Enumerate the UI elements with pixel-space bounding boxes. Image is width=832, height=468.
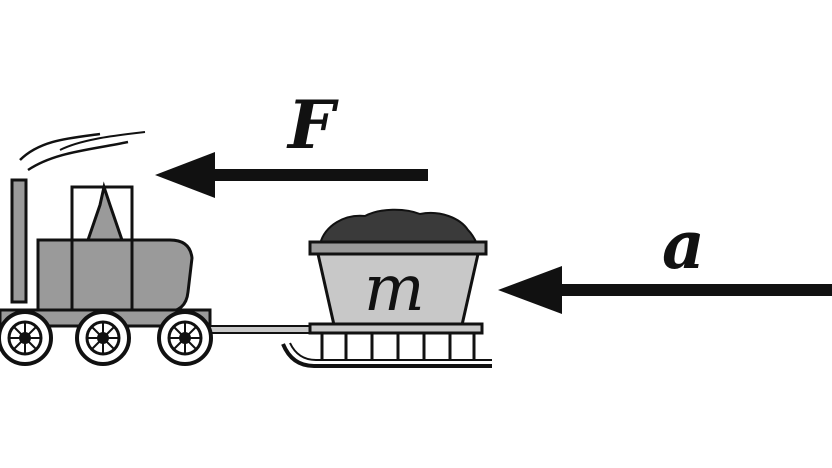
force-arrow-icon <box>155 152 428 198</box>
mass-label: m <box>364 252 425 326</box>
acceleration-label: a <box>662 206 705 284</box>
wheel <box>75 310 131 366</box>
locomotive-icon <box>0 131 317 366</box>
wheel <box>0 310 53 366</box>
wheel <box>157 310 213 366</box>
sled-cart-icon <box>281 208 492 368</box>
force-label: F <box>286 86 339 164</box>
acceleration-arrow-icon <box>498 266 832 314</box>
coal-load-icon <box>318 208 480 248</box>
